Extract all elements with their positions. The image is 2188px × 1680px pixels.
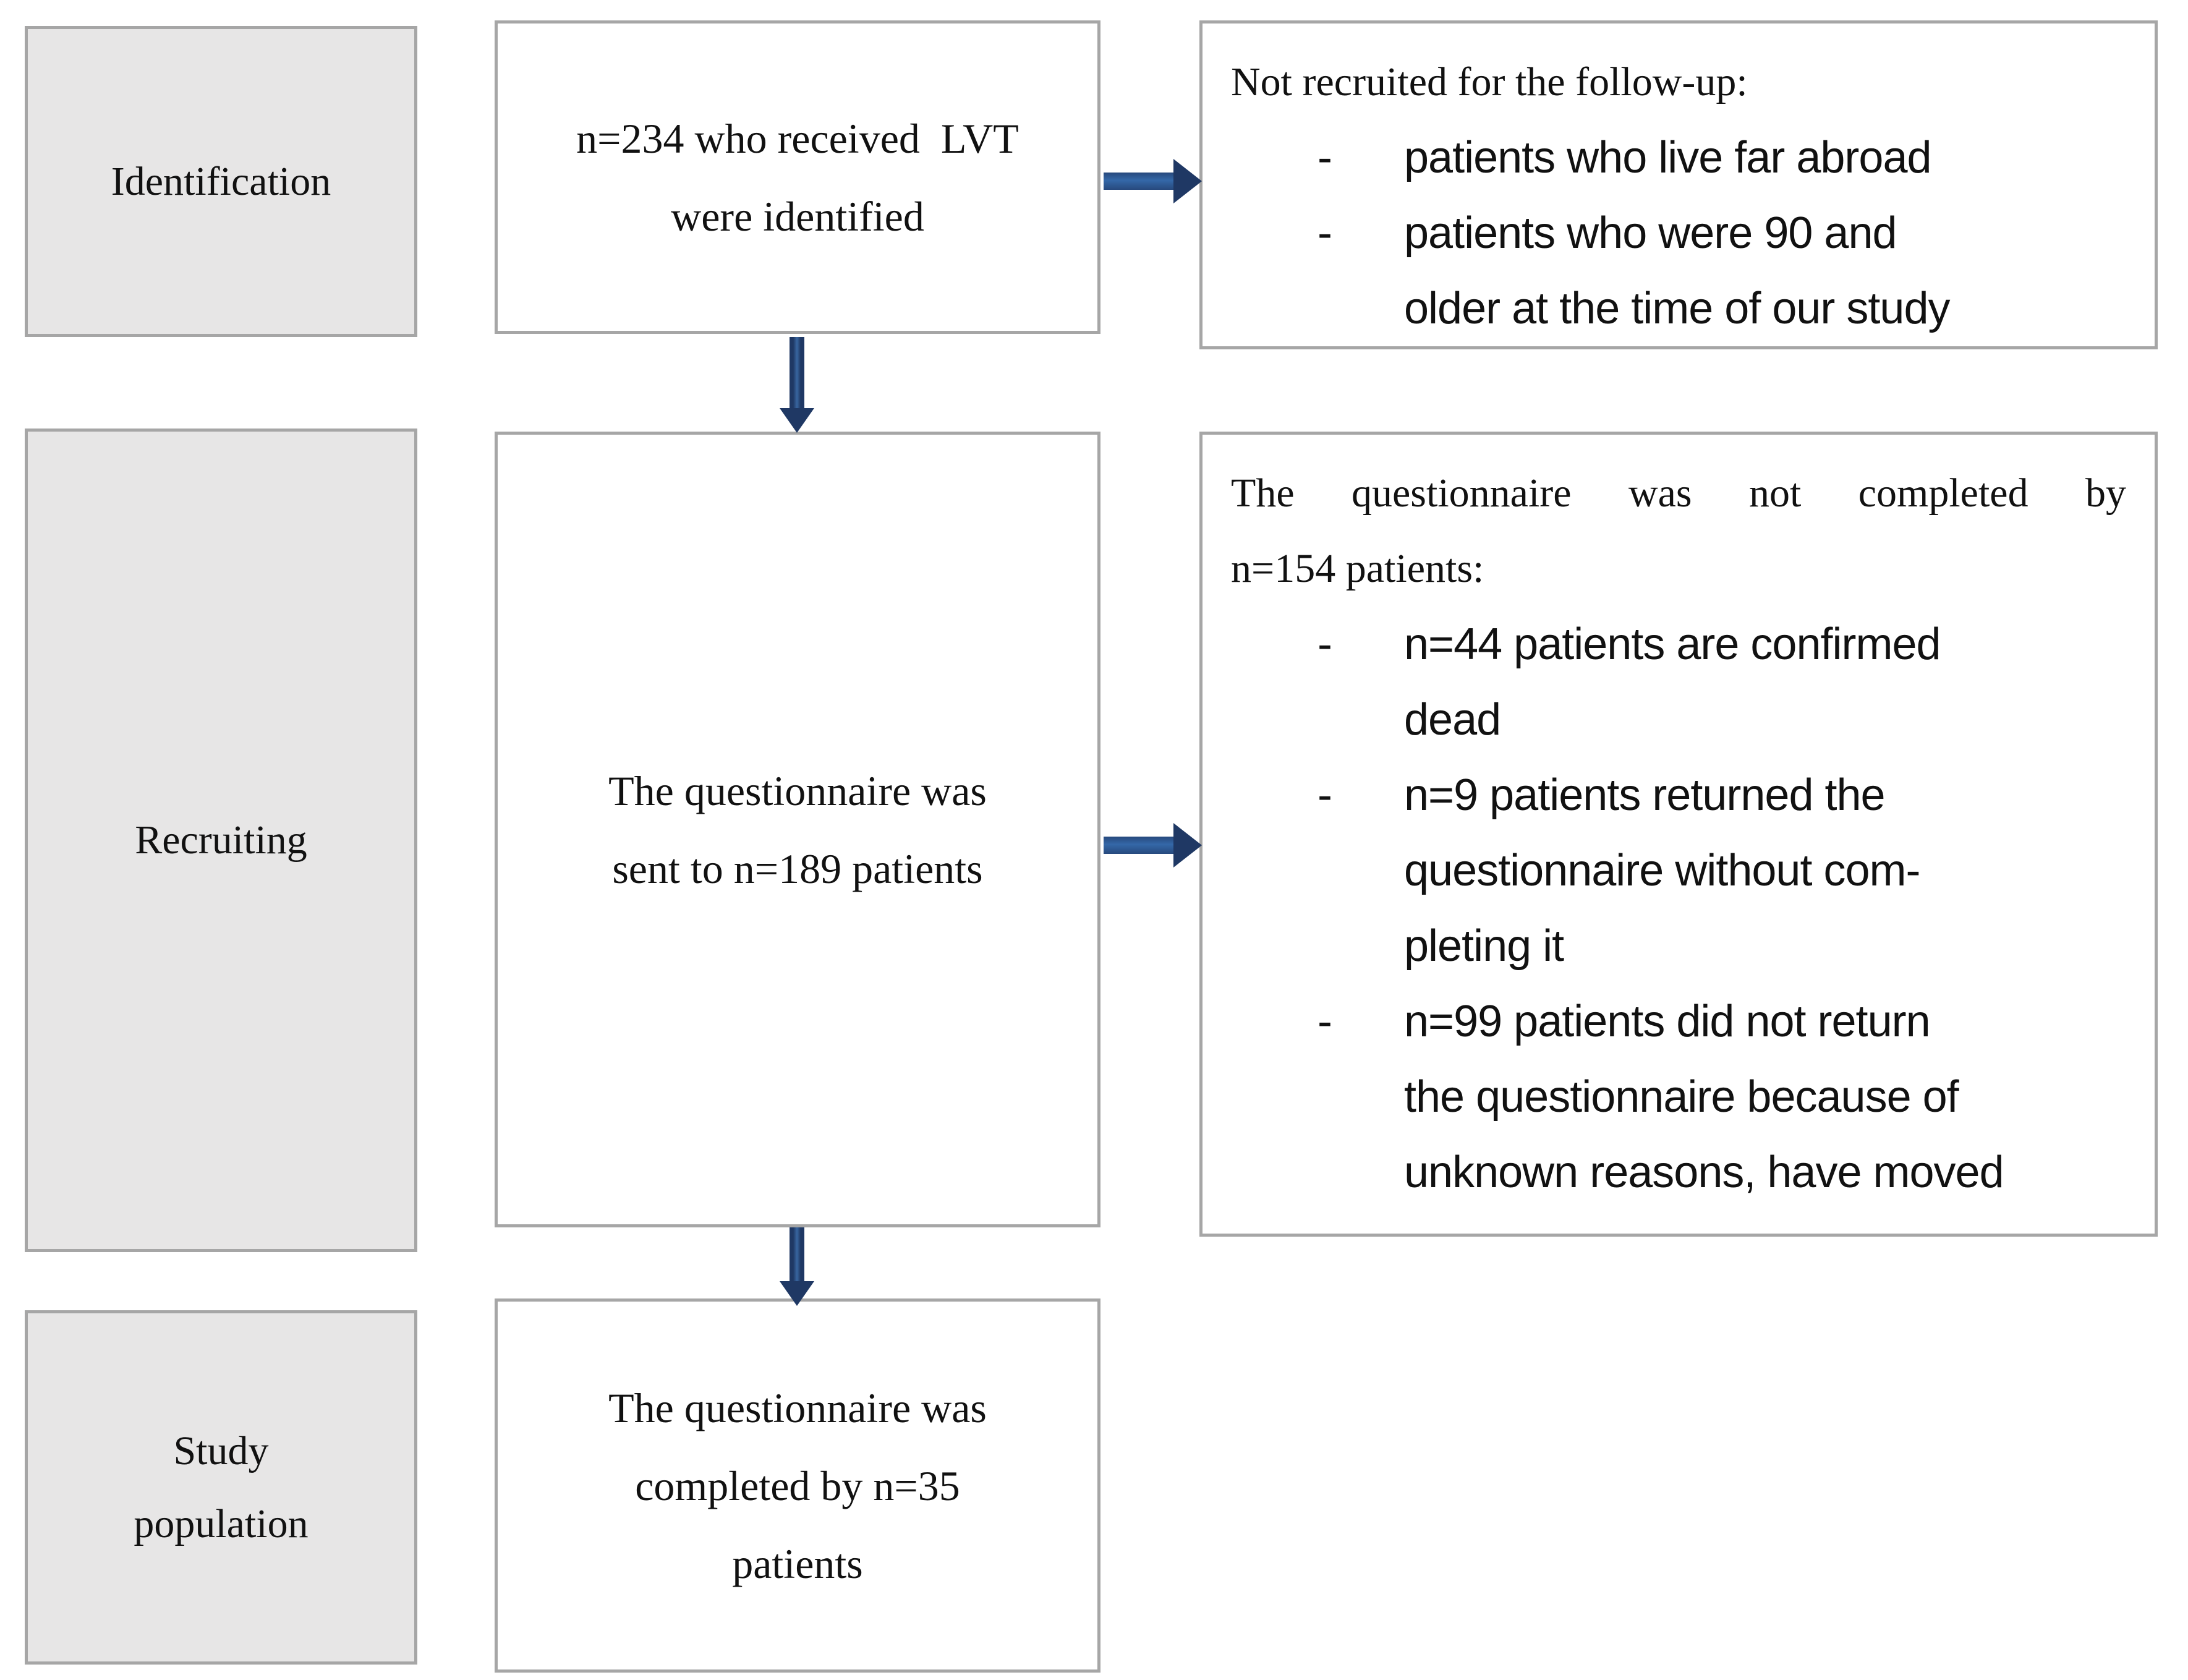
arrow-head-icon [780, 1281, 814, 1306]
bullet-dash: - [1317, 997, 1332, 1046]
exclusion-box-not-completed: The questionnaire was not completed by n=… [1199, 432, 2158, 1237]
list-item-text: patients who live far abroad [1404, 120, 2126, 195]
text-line: questionnaire without com- [1404, 846, 1920, 895]
arrow-shaft [790, 1227, 804, 1282]
text-line: n=234 who received LVT [576, 114, 1019, 162]
list-item-text: patients who were 90 and older at the tim… [1404, 195, 2126, 346]
list-item: - patients who were 90 and older at the t… [1231, 195, 2126, 346]
stage-box-recruiting: Recruiting [25, 429, 417, 1252]
flow-box-text: The questionnaire was completed by n=35 pa… [608, 1369, 987, 1603]
text-line: completed by n=35 [635, 1462, 960, 1509]
text-line: population [134, 1501, 309, 1546]
list-item: - patients who live far abroad [1231, 120, 2126, 195]
flow-box-identified: n=234 who received LVT were identified [495, 20, 1100, 334]
bullet-dash: - [1317, 770, 1332, 820]
exclusion-intro: Not recruited for the follow-up: [1231, 45, 2126, 120]
stage-label: Identification [111, 145, 331, 218]
text-line: n=154 patients: [1231, 546, 1484, 591]
arrow-head-icon [1173, 823, 1202, 868]
stage-label: Recruiting [135, 804, 307, 877]
text-line: sent to n=189 patients [612, 845, 983, 892]
list-item: - n=9 patients returned the questionnaire… [1231, 757, 2126, 984]
text-line: n=9 patients returned the [1404, 770, 1886, 820]
flow-box-text: n=234 who received LVT were identified [576, 100, 1019, 255]
text-line: the questionnaire because of [1404, 1072, 1959, 1122]
list-item-text: n=44 patients are confirmed dead [1404, 607, 2126, 757]
text-line: Study [173, 1428, 269, 1473]
list-item: - n=44 patients are confirmed dead [1231, 607, 2126, 757]
text-line: pleting it [1404, 921, 1564, 971]
arrow-shaft [790, 337, 804, 409]
arrow-head-icon [780, 408, 814, 433]
bullet-dash: - [1317, 208, 1332, 258]
text-line: patients [732, 1540, 863, 1587]
flow-box-questionnaire-completed: The questionnaire was completed by n=35 pa… [495, 1298, 1100, 1673]
bullet-dash: - [1317, 133, 1332, 182]
list-item-text: n=9 patients returned the questionnaire w… [1404, 757, 2126, 984]
text-line: dead [1404, 695, 1501, 744]
exclusion-intro: The questionnaire was not completed by n=… [1231, 456, 2126, 607]
text-line: n=44 patients are confirmed [1404, 620, 1941, 669]
stage-label: Study population [134, 1415, 308, 1561]
text-line: Not recruited for the follow-up: [1231, 59, 1748, 104]
arrow-shaft [1104, 837, 1176, 854]
stage-box-identification: Identification [25, 26, 417, 337]
arrow-head-icon [1173, 159, 1202, 203]
text-line: n=99 patients did not return [1404, 997, 1931, 1046]
flow-box-text: The questionnaire was sent to n=189 patie… [608, 752, 987, 908]
exclusion-box-not-recruited: Not recruited for the follow-up: - patie… [1199, 20, 2158, 349]
text-line: older at the time of our study [1404, 284, 1950, 333]
list-item: - n=99 patients did not return the questi… [1231, 984, 2126, 1210]
flow-box-questionnaire-sent: The questionnaire was sent to n=189 patie… [495, 432, 1100, 1227]
stage-box-study-population: Study population [25, 1310, 417, 1665]
list-item-text: n=99 patients did not return the question… [1404, 984, 2126, 1210]
text-line: patients who were 90 and [1404, 208, 1897, 258]
bullet-dash: - [1317, 620, 1332, 669]
text-line: patients who live far abroad [1404, 133, 1932, 182]
text-line: The questionnaire was not completed by [1231, 471, 2126, 516]
text-line: Recruiting [135, 817, 307, 863]
text-line: The questionnaire was [608, 1384, 987, 1431]
text-line: Identification [111, 158, 331, 204]
text-line: The questionnaire was [608, 767, 987, 814]
arrow-shaft [1104, 173, 1176, 190]
text-line: were identified [671, 192, 924, 240]
text-line: unknown reasons, have moved [1404, 1148, 2004, 1197]
